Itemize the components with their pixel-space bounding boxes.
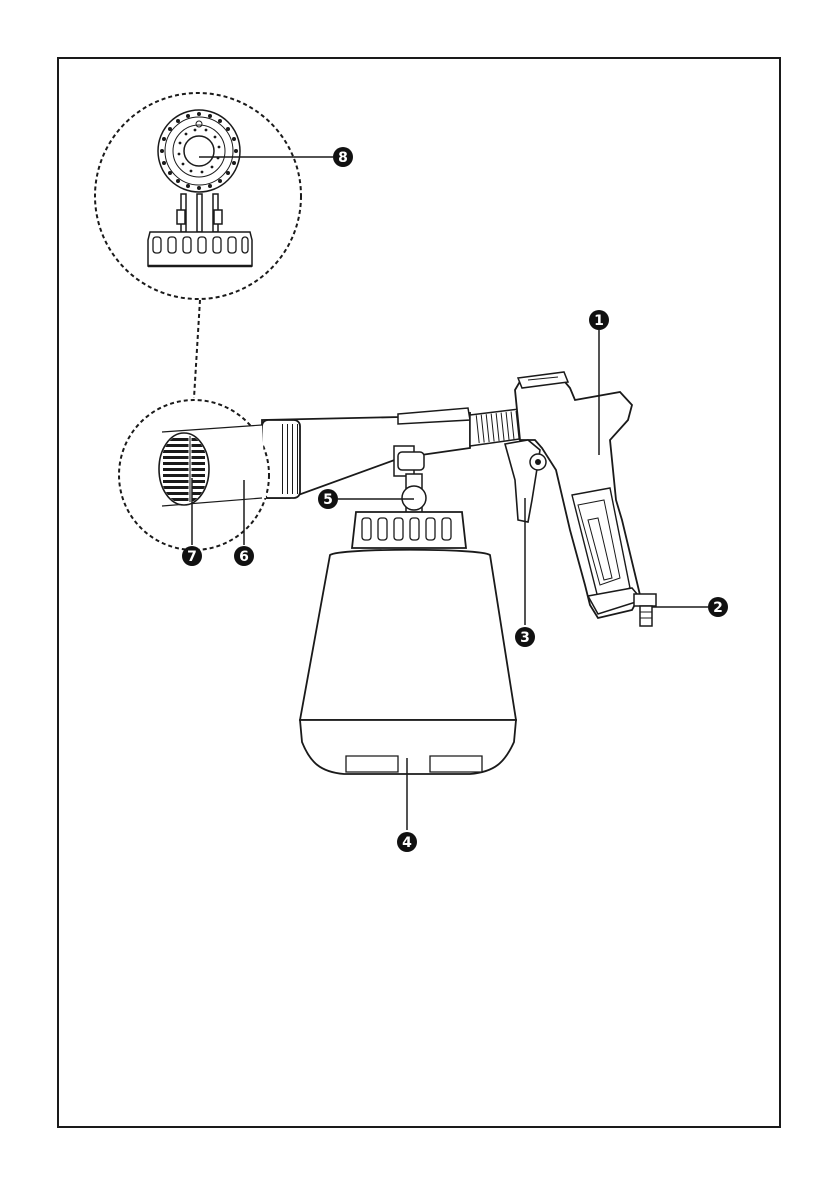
air-connector (634, 594, 656, 626)
detail-view-nozzle-grille (119, 400, 269, 550)
callout-number: 3 (520, 630, 530, 646)
callout-nozzle-outlet: 8 (333, 147, 353, 167)
container-valve (394, 446, 426, 514)
detail-connector-line (194, 300, 200, 398)
callout-air-connector: 2 (708, 597, 728, 617)
container (300, 550, 516, 774)
callout-number: 8 (338, 150, 348, 166)
detail-view-nozzle-front (95, 93, 301, 299)
container-cap (352, 512, 466, 548)
nozzle-outlet-ring (158, 110, 240, 192)
grille-bars (159, 433, 209, 505)
callout-handle: 1 (589, 310, 609, 330)
callout-number: 2 (713, 600, 723, 616)
detail-cap (148, 232, 252, 266)
callout-trigger: 3 (515, 627, 535, 647)
callout-nozzle-grille: 7 (182, 546, 202, 566)
callout-number: 1 (594, 313, 604, 329)
callout-container: 4 (397, 832, 417, 852)
spray-gun (262, 372, 656, 774)
callout-number: 4 (402, 835, 412, 851)
callout-number: 7 (187, 549, 197, 565)
callout-number: 5 (323, 492, 333, 508)
callout-nozzle-head: 6 (234, 546, 254, 566)
callout-number: 6 (239, 549, 249, 565)
nozzle-stems (177, 194, 222, 232)
callout-container-valve: 5 (318, 489, 338, 509)
handle (515, 372, 642, 618)
